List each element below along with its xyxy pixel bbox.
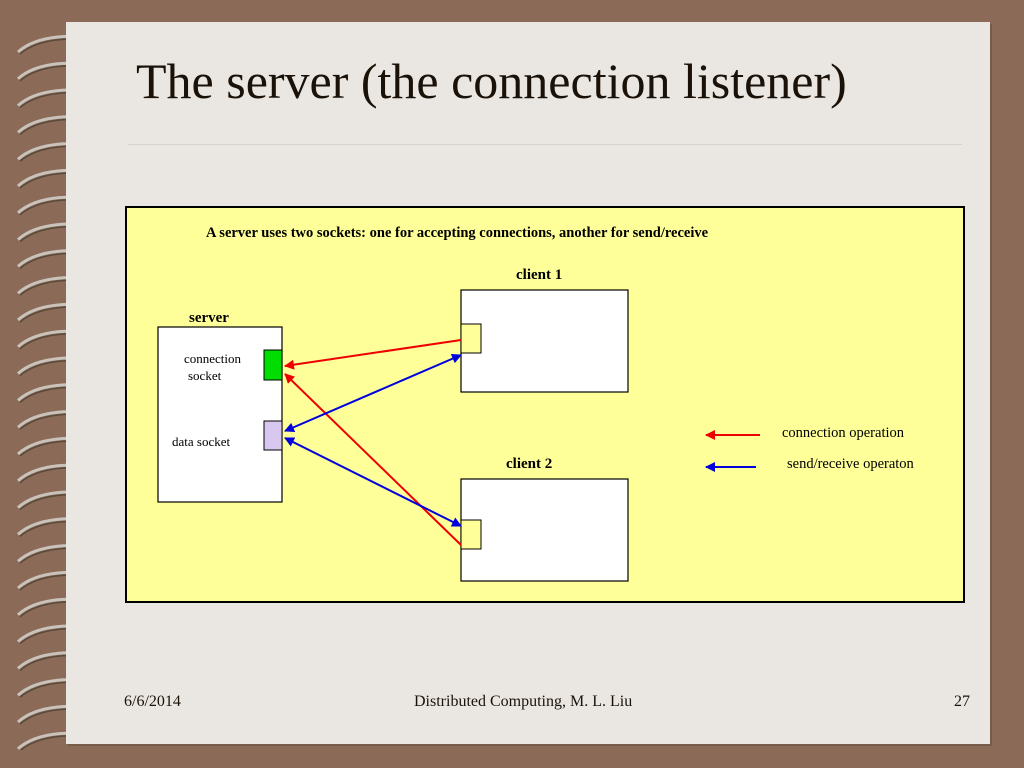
client-2-box <box>460 478 629 582</box>
legend-connection-label: connection operation <box>782 425 905 441</box>
data-socket <box>263 420 283 451</box>
send-receive-arrow-client-1 <box>284 353 462 433</box>
connection-socket-label: connection <box>184 351 242 366</box>
client-2-socket <box>460 519 482 550</box>
server-box <box>157 326 283 503</box>
client-2-label: client 2 <box>506 456 552 472</box>
send-receive-arrow-client-2 <box>284 437 462 527</box>
client-1-socket <box>460 323 482 354</box>
page-number: 27 <box>954 693 970 710</box>
socket-diagram: A server uses two sockets: one for accep… <box>125 206 965 603</box>
client-1-label: client 1 <box>516 267 562 283</box>
footer-title: Distributed Computing, M. L. Liu <box>414 693 633 710</box>
server-label: server <box>189 310 229 326</box>
slide-title: The server (the connection listener) <box>136 53 847 109</box>
connection-socket-label-2: socket <box>188 368 222 383</box>
title-divider <box>128 144 962 145</box>
footer-date: 6/6/2014 <box>124 693 181 710</box>
connection-socket <box>263 349 283 381</box>
diagram-caption: A server uses two sockets: one for accep… <box>206 225 709 241</box>
client-1-box <box>460 289 629 393</box>
data-socket-label: data socket <box>172 434 231 449</box>
legend-send-receive-label: send/receive operaton <box>787 456 915 472</box>
